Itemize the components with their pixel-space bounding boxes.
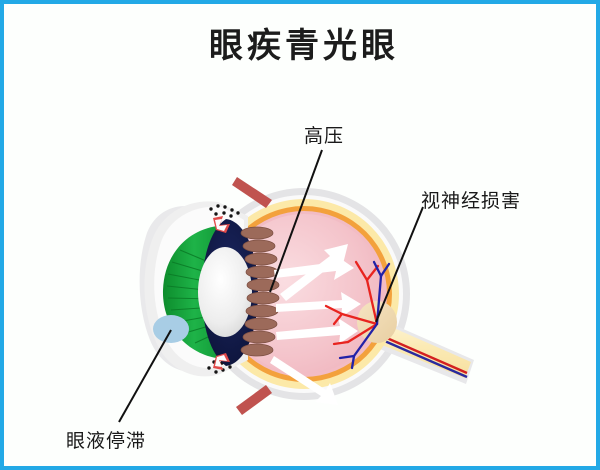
pressure-arrows [270, 244, 361, 405]
label-optic-nerve-damage: 视神经损害 [421, 190, 522, 212]
leader-optic-nerve [375, 206, 424, 323]
lens [198, 247, 252, 337]
ciliary-processes [213, 216, 230, 370]
ciliary-body [240, 226, 280, 357]
aqueous-humor-blockage [153, 315, 189, 343]
page-title: 眼疾青光眼 [209, 26, 399, 66]
leader-aqueous-stasis [118, 329, 172, 423]
leader-lines [118, 149, 424, 423]
extraocular-muscle [232, 177, 272, 415]
eye-diagram [118, 149, 474, 423]
retinal-artery [324, 260, 380, 346]
optic-nerve [370, 317, 474, 384]
label-high-pressure: 高压 [304, 125, 345, 147]
label-aqueous-stasis: 眼液停滞 [66, 430, 147, 452]
leader-high-pressure [269, 149, 323, 293]
